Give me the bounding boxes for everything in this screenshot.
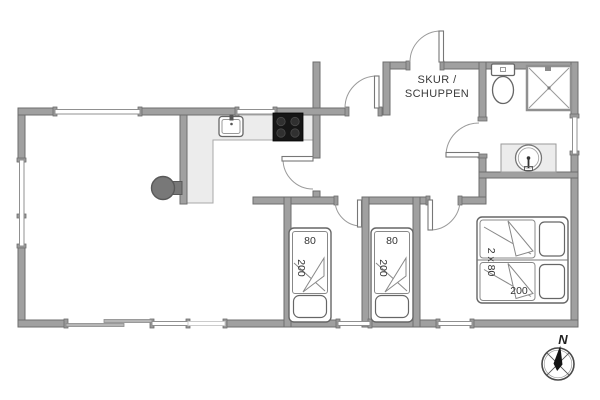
wood-burning-stove [150, 175, 183, 201]
window-top-kitchen [236, 109, 276, 115]
compass-needle-icon [553, 345, 563, 371]
window-bottom-bedroom3 [437, 321, 473, 326]
bedroom1-door [334, 199, 363, 228]
bathroom [490, 63, 573, 173]
shed-door [409, 30, 445, 63]
shed-room: SKUR / SCHUPPEN [405, 74, 469, 100]
bed2-length-label: 200 [377, 259, 389, 277]
window-right-bathroom [572, 116, 578, 155]
entrance-door [344, 75, 380, 109]
shed-label-line2: SCHUPPEN [405, 88, 469, 100]
double-bed-length-label: 200 [510, 285, 528, 297]
sliding-door-panel-outer [65, 323, 125, 327]
pillow [292, 294, 328, 319]
kitchen-sink [218, 114, 244, 138]
bed2-width-label: 80 [386, 235, 398, 247]
bedroom3-door [427, 199, 461, 231]
bed1-width-label: 80 [304, 235, 316, 247]
window-left [19, 159, 25, 247]
bed-double: 2 x 80 200 [476, 216, 569, 304]
pillow [374, 294, 410, 319]
bathroom-sink [500, 143, 557, 173]
double-bed-width-label: 2 x 80 [485, 248, 497, 277]
shower [525, 64, 573, 112]
bed-single-2: 80 200 [370, 227, 414, 323]
stove-cooktop [272, 112, 304, 142]
toilet [490, 63, 516, 105]
sliding-door-panel-inner [103, 319, 153, 323]
hallway-door [281, 155, 314, 190]
bathroom-door [445, 122, 480, 158]
north-label: N [558, 332, 568, 347]
windows [19, 109, 578, 327]
pillow [538, 221, 566, 257]
pillow [538, 263, 566, 300]
window-bottom-living-2 [187, 321, 226, 326]
shed-label-line1: SKUR / [417, 74, 457, 86]
doors [281, 30, 480, 231]
window-bottom-living-1 [151, 321, 189, 326]
bed1-length-label: 200 [295, 259, 307, 277]
compass-rose: N [541, 332, 575, 381]
window-top-living [54, 109, 141, 115]
bed-single-1: 80 200 [288, 227, 332, 323]
window-bottom-bedroom1 [337, 321, 371, 326]
